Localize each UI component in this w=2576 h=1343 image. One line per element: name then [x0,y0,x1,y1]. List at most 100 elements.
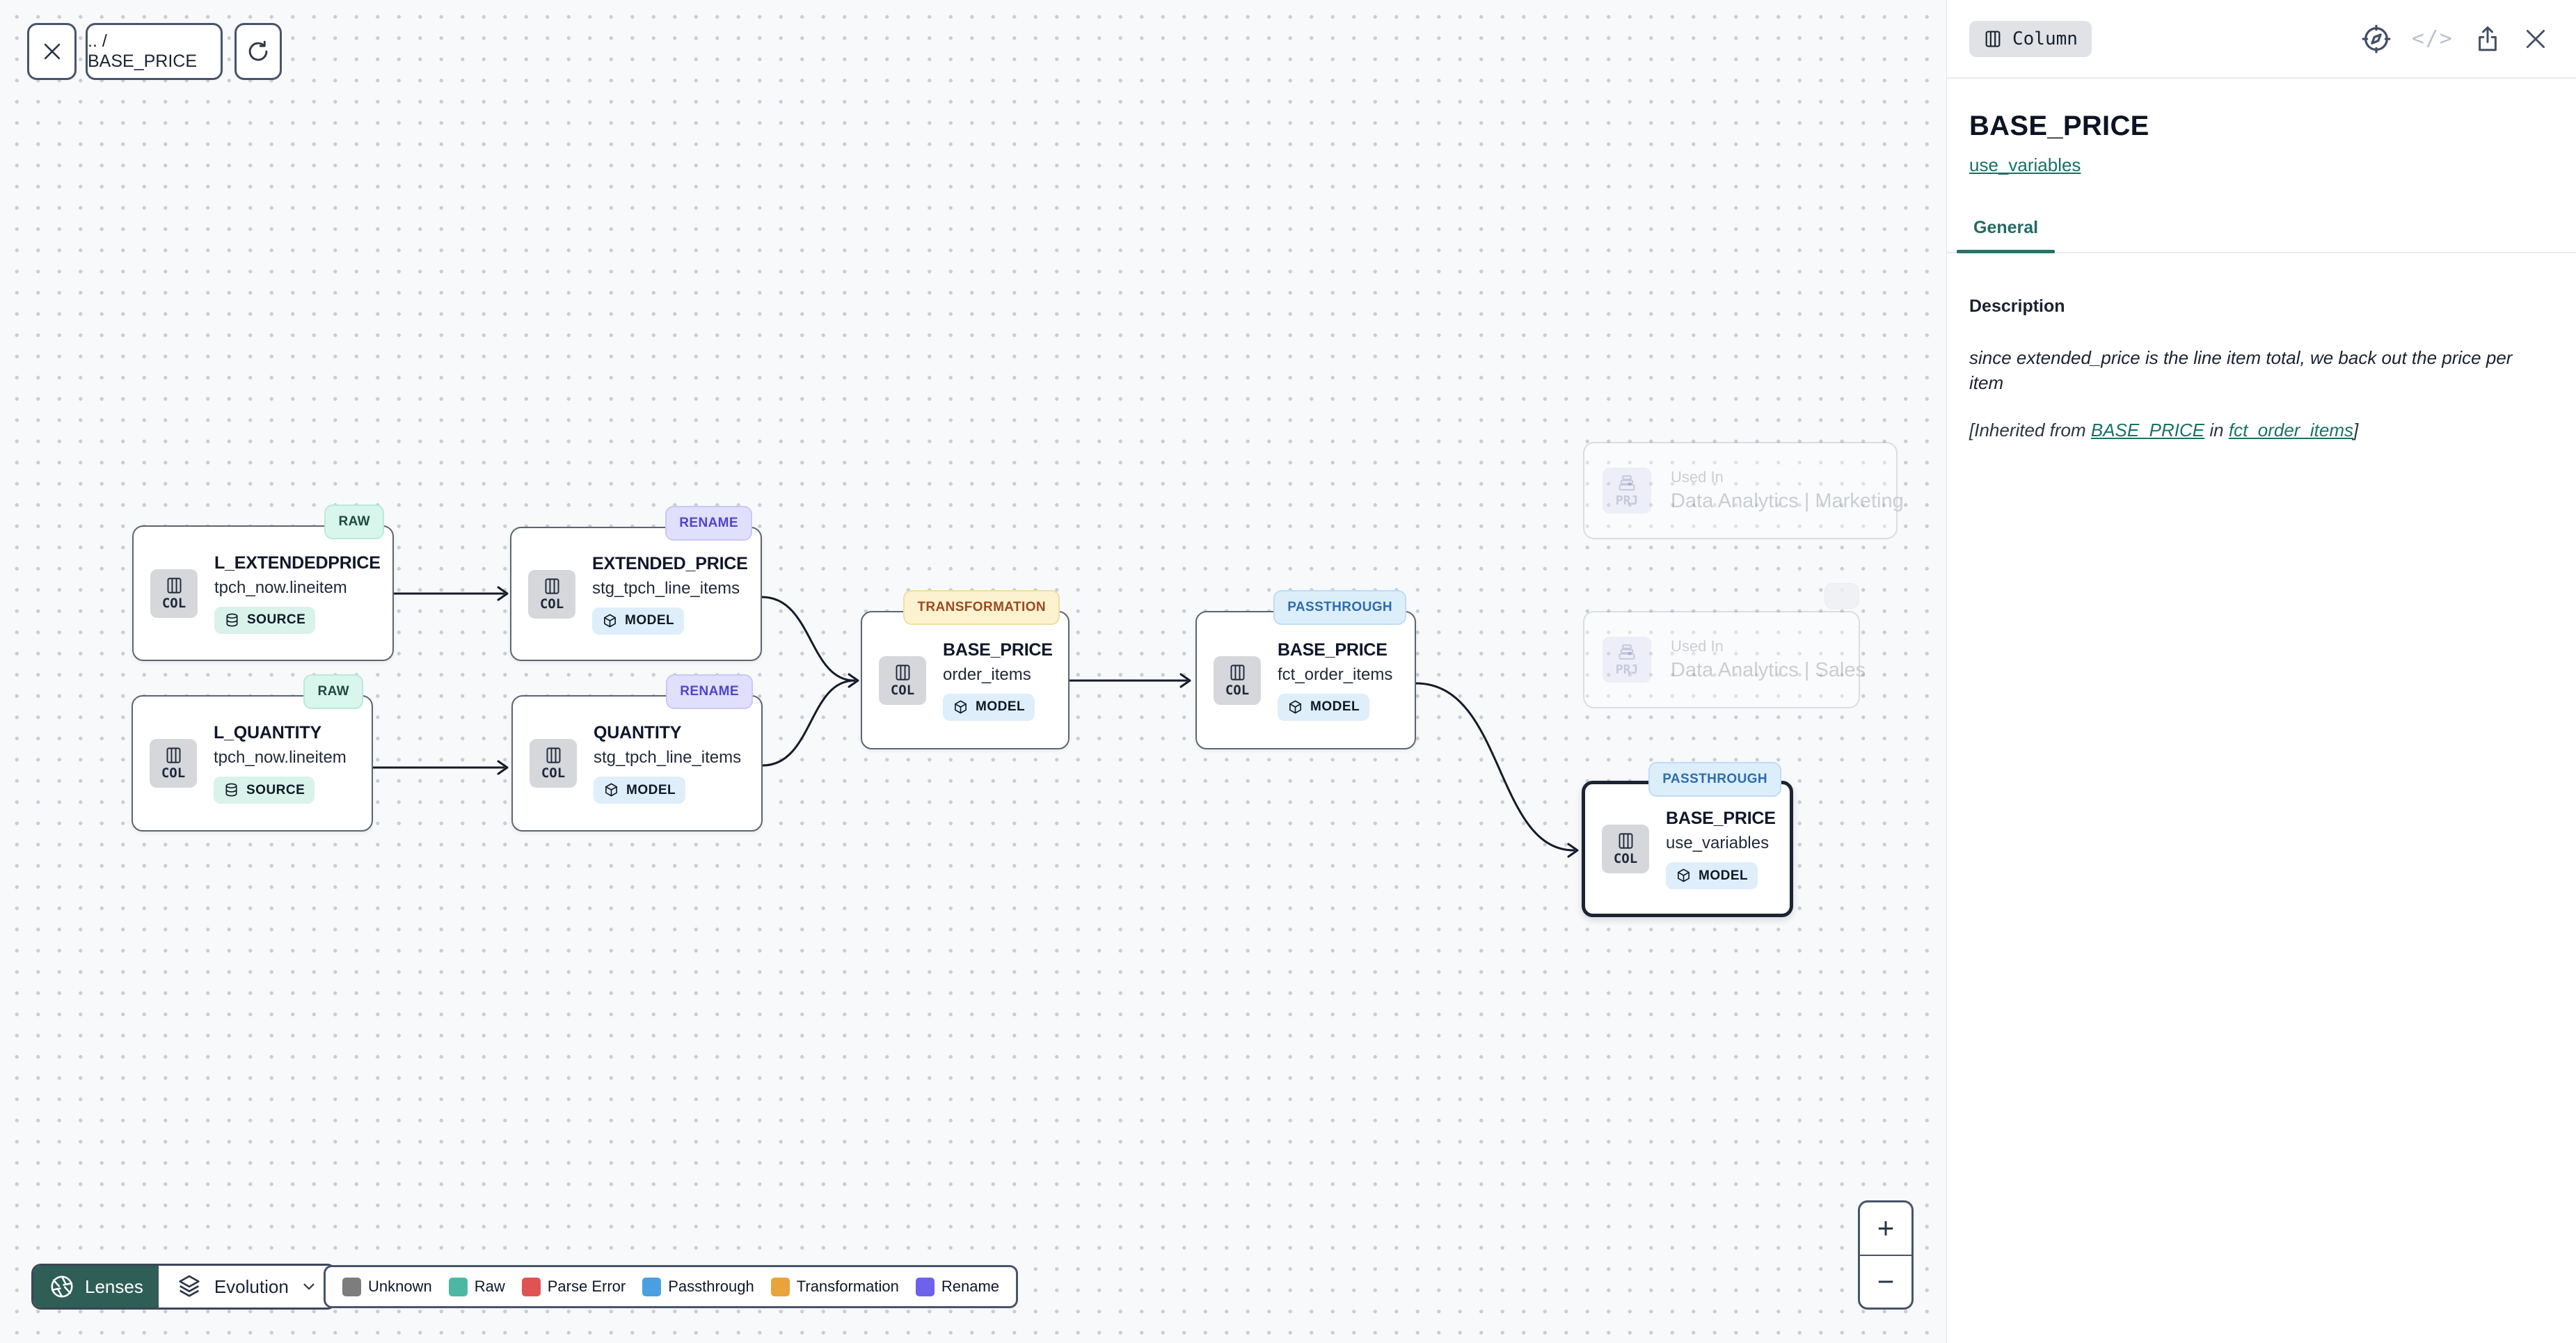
zoom-in-button[interactable]: + [1860,1202,1911,1256]
lineage-node[interactable]: RENAME COL EXTENDED_PRICE stg_tpch_line_… [510,506,762,661]
column-type-box: COL [150,569,198,618]
lineage-node[interactable]: PASSTHROUGH COL BASE_PRICE fct_order_ite… [1195,590,1416,749]
description-text: since extended_price is the line item to… [1969,347,2513,393]
chevron-down-icon [303,1283,315,1290]
model-link[interactable]: use_variables [1969,154,2081,175]
database-icon [225,783,237,797]
node-kind-chip: MODEL [1666,862,1758,889]
node-subtitle: tpch_now.lineitem [214,578,347,597]
refresh-button[interactable] [234,23,282,80]
columns-icon [545,578,559,594]
layers-icon [179,1275,200,1297]
close-panel-button[interactable] [2522,25,2550,53]
compass-icon [2362,24,2391,53]
panel-header: Column </> [1947,0,2576,79]
faded-badge [1824,583,1859,609]
share-button[interactable] [2473,24,2502,54]
col-label: COL [541,765,566,781]
cube-icon [1289,700,1301,713]
code-button[interactable]: </> [2411,26,2454,51]
evolution-badge: RAW [303,674,363,709]
node-subtitle: order_items [943,665,1031,684]
col-label: COL [1613,851,1638,866]
col-label: COL [161,595,186,611]
columns-icon [896,664,909,681]
explore-button[interactable] [2360,23,2392,55]
columns-icon [546,747,560,763]
node-subtitle: stg_tpch_line_items [594,748,742,767]
detail-panel: Column </> BASE_PRICE use_variables Gene… [1946,0,2576,1343]
node-kind-chip: MODEL [1278,693,1370,721]
columns-icon [1619,833,1632,849]
page-title: BASE_PRICE [1969,111,2149,141]
zoom-out-button[interactable]: − [1877,1264,1895,1298]
columns-icon [166,747,180,763]
column-type-box: COL [1214,655,1261,705]
node-subtitle: stg_tpch_line_items [592,578,740,598]
panel-actions: </> [2360,23,2550,55]
refresh-icon [248,40,268,61]
description-heading: Description [1969,296,2065,316]
close-lineage-button[interactable] [27,23,77,80]
aperture-icon [51,1276,73,1298]
column-type-box: COL [530,739,577,788]
breadcrumb[interactable]: .. / BASE_PRICE [86,23,223,80]
lineage-node[interactable]: RENAME COL QUANTITY stg_tpch_line_items … [511,674,763,832]
zoom-control: + − [1858,1200,1914,1310]
legend-item: Passthrough [642,1277,754,1296]
cube-icon [1678,868,1689,882]
legend-swatch [642,1277,662,1296]
share-icon [2479,26,2497,51]
evolution-badge: RAW [324,504,384,539]
columns-icon [1230,664,1244,681]
legend-swatch [448,1277,468,1296]
node-title: BASE_PRICE [1666,809,1776,828]
column-type-box: COL [150,739,197,788]
lineage-node-selected[interactable]: PASSTHROUGH COL BASE_PRICE use_variables… [1582,762,1793,917]
node-kind-chip: MODEL [943,693,1035,721]
project-type-box: PRJ [1603,468,1651,514]
column-type-box: COL [879,655,926,705]
prj-label: PRJ [1615,493,1639,508]
lenses-control: Lenses Evolution [31,1264,337,1310]
lineage-canvas[interactable]: .. / BASE_PRICE RAW COL L_EXTENDEDPRICE … [0,0,1946,1343]
legend-item: Unknown [342,1277,432,1296]
legend-item: Rename [915,1277,999,1296]
node-title: L_QUANTITY [214,723,321,742]
node-title: BASE_PRICE [943,639,1053,660]
inherited-model-link[interactable]: fct_order_items [2228,419,2354,440]
legend-swatch [915,1277,935,1296]
legend-item: Transformation [770,1277,899,1296]
evolution-legend: Unknown Raw Parse Error Passthrough Tran… [324,1265,1019,1308]
node-kind-chip: MODEL [594,777,686,804]
project-type-box: PRJ [1603,637,1651,683]
lineage-node[interactable]: RAW COL L_EXTENDEDPRICE tpch_now.lineite… [132,504,394,661]
entity-type-badge: Column [1969,20,2092,57]
lenses-button[interactable]: Lenses [33,1266,159,1308]
stack-icon [1619,644,1635,660]
used-in-label: Used In [1671,637,1724,655]
lens-selector-dropdown[interactable]: Evolution [158,1266,335,1308]
col-label: COL [161,765,186,781]
lineage-node[interactable]: TRANSFORMATION COL BASE_PRICE order_item… [861,590,1070,749]
columns-icon [167,577,181,594]
node-kind-chip: SOURCE [214,606,316,634]
node-kind-chip: MODEL [592,607,685,635]
cube-icon [955,700,967,713]
inherited-column-link[interactable]: BASE_PRICE [2090,419,2205,440]
panel-content: Description since extended_price is the … [1947,253,2576,441]
node-title: L_EXTENDEDPRICE [214,553,381,573]
evolution-badge: TRANSFORMATION [903,590,1060,625]
column-type-box: COL [1602,825,1649,873]
evolution-badge: PASSTHROUGH [1648,762,1781,797]
used-in-node[interactable]: PRJ Used In Data Analytics | Marketing [1583,442,1904,539]
col-label: COL [890,682,915,698]
legend-item: Parse Error [521,1277,626,1296]
tab-general[interactable]: General [1957,218,2056,253]
columns-icon [1985,30,2001,47]
used-in-node[interactable]: PRJ Used In Data Analytics | Sales [1583,611,1866,708]
database-icon [226,613,238,626]
lineage-node[interactable]: RAW COL L_QUANTITY tpch_now.lineitem SOU… [132,674,373,832]
node-subtitle: tpch_now.lineitem [214,748,347,767]
legend-swatch [342,1277,361,1296]
